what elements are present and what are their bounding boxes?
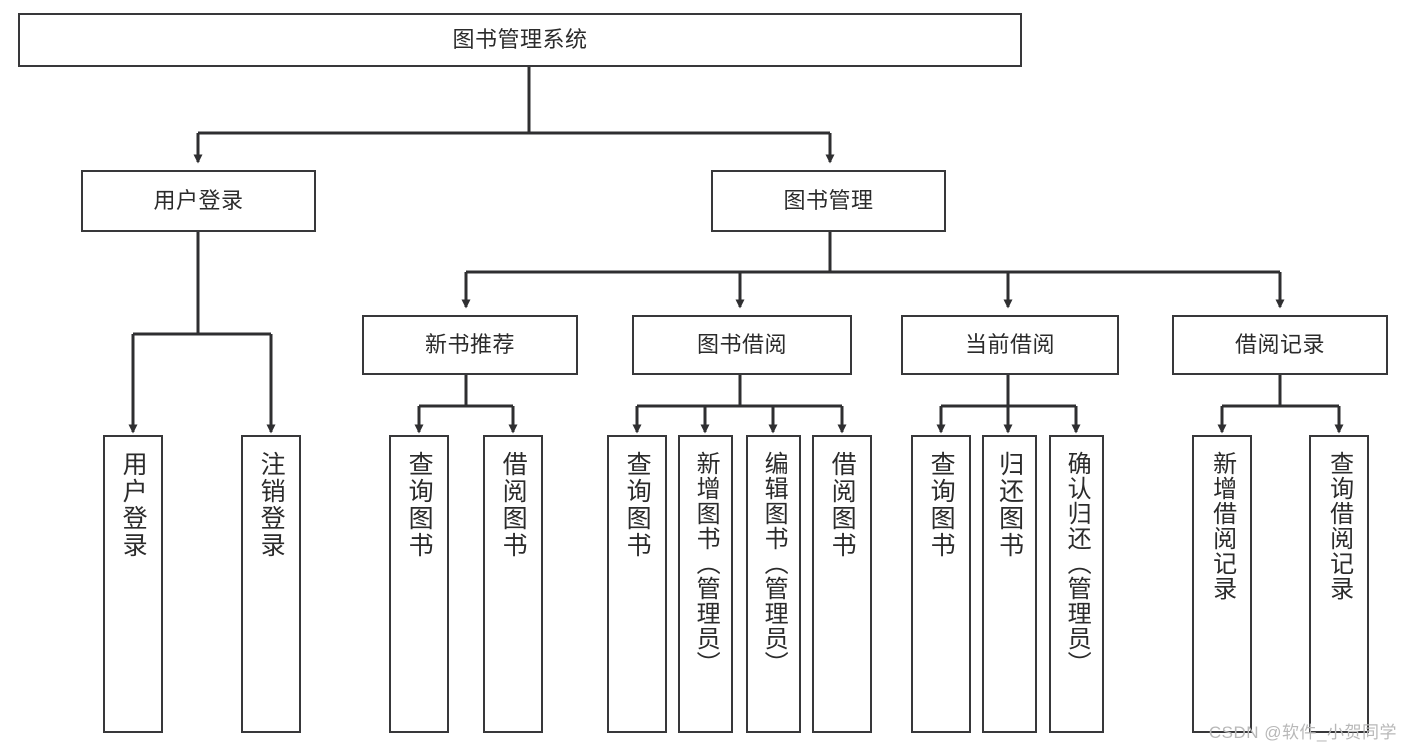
node-book-borrow[interactable]: 图书借阅 (632, 315, 852, 375)
leaf-logout[interactable]: 注销登录 (241, 435, 301, 733)
leaf-query-book-borrow[interactable]: 查询图书 (607, 435, 667, 733)
leaf-borrow-book-recommend-label: 借阅图书 (499, 451, 528, 559)
leaf-user-login-label: 用户登录 (119, 451, 148, 559)
leaf-return-book[interactable]: 归还图书 (982, 435, 1037, 733)
node-book-management-label: 图书管理 (783, 188, 874, 214)
leaf-edit-book-admin[interactable]: 编辑图书（管理员） (746, 435, 801, 733)
node-current-borrow-label: 当前借阅 (964, 332, 1055, 358)
leaf-borrow-book-label: 借阅图书 (828, 451, 857, 559)
node-book-management[interactable]: 图书管理 (711, 170, 946, 232)
leaf-edit-book-admin-label: 编辑图书（管理员） (760, 451, 788, 676)
leaf-confirm-return-admin-label: 确认归还（管理员） (1063, 451, 1091, 676)
leaf-query-book-recommend-label: 查询图书 (405, 451, 434, 559)
node-borrow-records-label: 借阅记录 (1234, 332, 1325, 358)
node-user-login[interactable]: 用户登录 (81, 170, 316, 232)
node-root[interactable]: 图书管理系统 (18, 13, 1022, 67)
leaf-borrow-book-recommend[interactable]: 借阅图书 (483, 435, 543, 733)
leaf-add-book-admin[interactable]: 新增图书（管理员） (678, 435, 733, 733)
leaf-query-book-current[interactable]: 查询图书 (911, 435, 971, 733)
leaf-borrow-book[interactable]: 借阅图书 (812, 435, 872, 733)
leaf-return-book-label: 归还图书 (995, 451, 1024, 559)
leaf-query-borrow-record[interactable]: 查询借阅记录 (1309, 435, 1369, 733)
node-new-book-recommend-label: 新书推荐 (424, 332, 515, 358)
leaf-query-book-current-label: 查询图书 (927, 451, 956, 559)
leaf-query-book-recommend[interactable]: 查询图书 (389, 435, 449, 733)
leaf-add-book-admin-label: 新增图书（管理员） (692, 451, 720, 676)
node-borrow-records[interactable]: 借阅记录 (1172, 315, 1388, 375)
csdn-watermark: CSDN @软件_小贺同学 (1208, 723, 1397, 742)
node-book-borrow-label: 图书借阅 (696, 332, 787, 358)
node-new-book-recommend[interactable]: 新书推荐 (362, 315, 578, 375)
node-user-login-label: 用户登录 (153, 188, 244, 214)
node-current-borrow[interactable]: 当前借阅 (901, 315, 1119, 375)
leaf-query-book-borrow-label: 查询图书 (623, 451, 652, 559)
node-root-label: 图书管理系统 (452, 27, 588, 53)
leaf-add-borrow-record-label: 新增借阅记录 (1208, 451, 1236, 601)
leaf-user-login[interactable]: 用户登录 (103, 435, 163, 733)
leaf-query-borrow-record-label: 查询借阅记录 (1325, 451, 1353, 601)
leaf-confirm-return-admin[interactable]: 确认归还（管理员） (1049, 435, 1104, 733)
leaf-add-borrow-record[interactable]: 新增借阅记录 (1192, 435, 1252, 733)
leaf-logout-label: 注销登录 (257, 451, 286, 559)
